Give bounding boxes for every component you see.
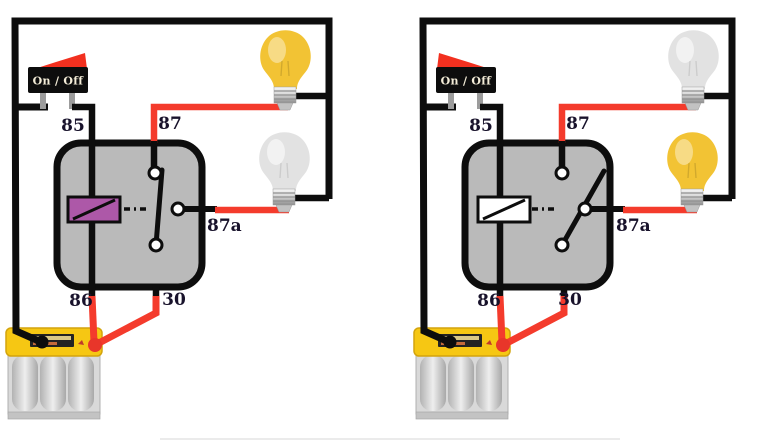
terminal-87a xyxy=(170,201,186,217)
bulb-base-tip xyxy=(683,204,701,213)
label-30: 30 xyxy=(162,290,186,310)
terminal-87 xyxy=(147,165,163,181)
battery-brand-text-row xyxy=(33,336,71,340)
wire-86-red xyxy=(88,295,98,343)
bulb-highlight xyxy=(676,37,694,63)
label-85: 85 xyxy=(469,116,493,136)
relay-coil-diagonal xyxy=(72,198,116,221)
bulb-base-ridges xyxy=(274,90,296,100)
label-87: 87 xyxy=(566,114,590,134)
switch-pin xyxy=(448,92,454,109)
switch-pin xyxy=(69,92,75,109)
ground-loop-wire xyxy=(419,17,736,346)
bulb-base-ridges xyxy=(681,192,703,202)
panel-relay-at-rest: 85 87 87a 86 30 On / Off xyxy=(413,17,736,420)
bulb-base-tip xyxy=(276,102,294,111)
battery-positive-terminal xyxy=(88,338,102,352)
label-86: 86 xyxy=(69,291,93,311)
switch-label: On / Off xyxy=(33,75,85,88)
label-87a: 87a xyxy=(616,216,651,236)
wire-30-red xyxy=(503,296,568,348)
wire-86-red xyxy=(496,295,506,343)
battery-warning-mark xyxy=(486,340,492,345)
battery-brand-text-row xyxy=(441,336,479,340)
battery-cell xyxy=(420,355,446,411)
wire-30-red xyxy=(95,296,160,348)
bulb-glass xyxy=(260,30,311,89)
bulb-87-lit xyxy=(260,30,311,111)
ground-loop-wire xyxy=(11,17,333,346)
battery-foot-rail xyxy=(415,411,509,420)
bulb-base-tip xyxy=(275,204,293,213)
battery-cell xyxy=(448,355,474,411)
label-30: 30 xyxy=(558,290,582,310)
panel-relay-energized: 85 87 87a 86 30 On / Off xyxy=(5,17,333,420)
switch-pin xyxy=(477,92,483,109)
terminal-87 xyxy=(554,165,570,181)
bulb-highlight xyxy=(675,139,693,165)
battery-cell xyxy=(12,355,38,411)
bulb-highlight xyxy=(268,37,286,63)
wire-87-red xyxy=(558,103,696,143)
battery-negative-terminal xyxy=(35,335,49,349)
bulb-base-ridges xyxy=(682,90,704,100)
switch-label: On / Off xyxy=(441,75,493,88)
battery-cell xyxy=(476,355,502,411)
switch-body xyxy=(436,67,496,93)
label-85: 85 xyxy=(61,116,85,136)
terminal-30 xyxy=(148,237,164,253)
label-86: 86 xyxy=(477,291,501,311)
bulb-87a-off xyxy=(259,132,310,213)
battery-foot-rail xyxy=(7,411,101,420)
relay-coil-diagonal xyxy=(482,198,526,221)
bulb-base-tip xyxy=(684,102,702,111)
wire-85-86 xyxy=(480,103,504,298)
battery xyxy=(5,327,103,420)
battery-cell xyxy=(68,355,94,411)
terminal-87a xyxy=(577,201,593,217)
bulb-glass xyxy=(668,30,719,89)
switch-body xyxy=(28,67,88,93)
battery-negative-terminal xyxy=(443,335,457,349)
bulb-base-ridges xyxy=(273,192,295,202)
label-87a: 87a xyxy=(207,216,242,236)
battery-warning-mark xyxy=(78,340,84,345)
wire-87-red xyxy=(150,103,288,143)
bulb-highlight xyxy=(267,139,285,165)
label-87: 87 xyxy=(158,114,182,134)
relay-contact-arm xyxy=(153,167,165,248)
battery xyxy=(413,327,511,420)
bulb-glass xyxy=(259,132,310,191)
bulb-87a-lit xyxy=(667,132,718,213)
bulb-glass xyxy=(667,132,718,191)
battery-cell xyxy=(40,355,66,411)
wire-85-86 xyxy=(72,103,96,298)
bulb-filament xyxy=(687,162,697,179)
switch-rocker-on xyxy=(34,53,87,69)
terminal-30 xyxy=(554,237,570,253)
switch-pin xyxy=(40,92,46,109)
switch-rocker-off xyxy=(437,53,490,69)
bulb-filament xyxy=(688,60,698,77)
bulb-87-off xyxy=(668,30,719,111)
bulb-filament xyxy=(279,162,289,179)
battery-positive-terminal xyxy=(496,338,510,352)
bulb-filament xyxy=(280,60,290,77)
